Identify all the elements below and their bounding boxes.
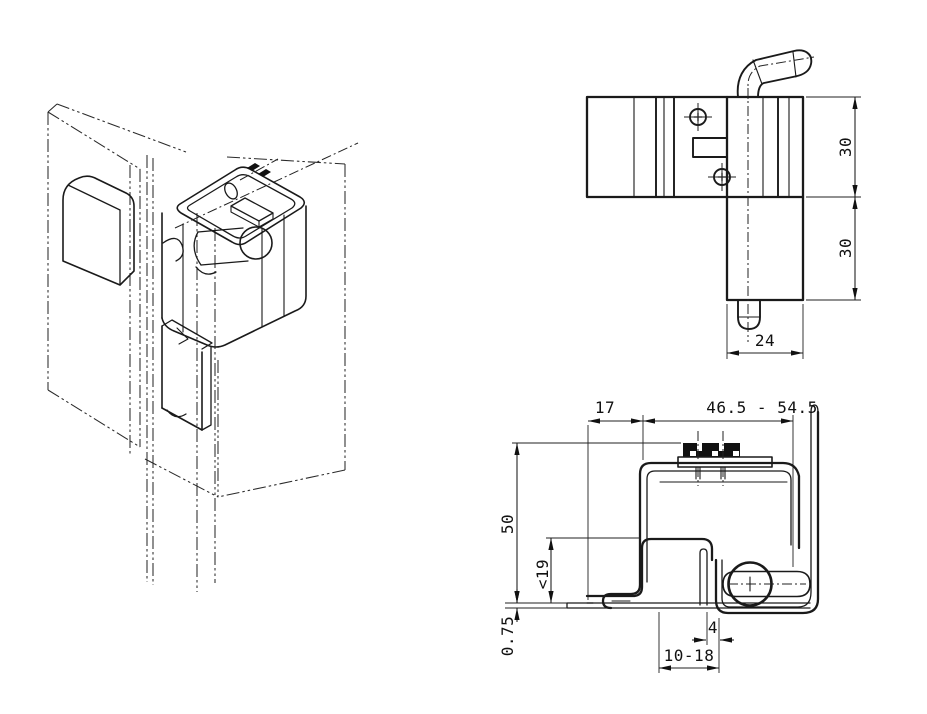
clamp-jaw (62, 175, 135, 286)
pin-cylinder-lines (197, 227, 249, 266)
clamp-jaw-outline (62, 175, 135, 286)
phantom-panels (47, 103, 359, 592)
front-screw-holes (684, 103, 736, 191)
leaf-flange-inner (721, 411, 812, 608)
front-lever (736, 49, 815, 99)
pivot-pin-iso (193, 226, 273, 275)
door-panel-bottom-edge (217, 469, 346, 498)
left-dims-extension-lines (505, 442, 681, 609)
hinge-body (161, 158, 307, 348)
screw-shaft-lines (695, 466, 726, 480)
pivot-pin-capsule (722, 570, 811, 598)
dim-text-sheet-thickness: 0.75 (498, 616, 517, 657)
frame-flange-top-edge (56, 103, 187, 153)
dim-text-grip-range: 46.5 - 54.5 (706, 398, 817, 417)
dim-text-overall-height: 50 (498, 514, 517, 534)
leaf-flange-outer (714, 410, 820, 615)
dim-text-clamp-range: 10-18 (664, 646, 715, 665)
frame-bottom-corner-edge (144, 458, 219, 498)
hinge-axis-centerline (174, 142, 359, 229)
teeth-notch-3 (733, 451, 739, 456)
front-view: 30 30 24 (585, 49, 861, 359)
adjust-screw-2 (258, 169, 271, 177)
door-panel-top-edge (226, 156, 346, 165)
front-pin-housing (725, 88, 805, 342)
dim-text-gap-width: 4 (708, 618, 718, 637)
leaf-slot (692, 137, 728, 158)
flange-top-cap (810, 404, 819, 413)
pin-housing-outline (725, 195, 805, 302)
body-top-rim-outer (176, 166, 306, 246)
dim-text-pin-body-width: 24 (755, 331, 775, 350)
pin-retainer-arc (195, 266, 217, 275)
leaf-side-face (201, 346, 212, 431)
frame-sheet-lines (566, 602, 811, 609)
teeth-notch-2 (712, 451, 718, 456)
dim-text-inset-max: <19 (533, 559, 552, 589)
leaf-fold-lines-thin (633, 96, 790, 198)
dim-text-upper-height: 30 (836, 137, 855, 157)
clamp-profile-inner (646, 470, 792, 583)
screw-hole-top-centerlines (684, 103, 712, 131)
screw-centerline (239, 158, 279, 181)
screw-hole-bottom-centerlines (708, 163, 736, 191)
leaf-bottom-cutout (166, 409, 187, 418)
leaf-notch (176, 327, 189, 345)
section-leaf-profile (585, 404, 820, 615)
frame-edge-connector (47, 103, 58, 113)
lever-transition-marks (752, 51, 797, 85)
front-leaf (585, 95, 805, 199)
bottom-dims-extension-lines (658, 612, 720, 673)
lower-leaf-iso (161, 319, 213, 431)
dim-text-left-offset: 17 (595, 398, 615, 417)
height-extension-lines (806, 96, 861, 301)
section-pivot (722, 561, 811, 607)
top-face-slot (230, 197, 274, 222)
dim-text-lower-height: 30 (836, 238, 855, 258)
pin-well-scallop (162, 237, 184, 262)
screw-centerlines (697, 431, 724, 486)
pin-tip (737, 299, 761, 330)
isometric-view (47, 103, 359, 592)
leaf-outline (585, 95, 805, 199)
body-lower-silhouette (161, 205, 307, 348)
pin-left-cap (193, 231, 202, 266)
top-face-hole (224, 182, 238, 200)
body-top-rim-inner (186, 174, 296, 239)
frame-panel-top-edge (47, 111, 141, 170)
leaf-channel (585, 537, 714, 598)
width-extension-lines (726, 304, 804, 359)
section-clamp-profile (601, 461, 801, 610)
serrated-screws (677, 431, 773, 486)
lever-outline (736, 49, 813, 98)
section-view: 17 46.5 - 54.5 50 <19 0.75 4 10-18 (498, 398, 820, 673)
section-dimensions: 17 46.5 - 54.5 50 <19 0.75 4 10-18 (498, 398, 817, 673)
frame-sheet (566, 602, 811, 609)
pin-end-face (239, 226, 273, 260)
leaf-top-face (161, 319, 213, 350)
frame-panel-bottom-edge (47, 389, 141, 448)
front-dimensions: 30 30 24 (726, 96, 861, 359)
teeth-gap-1 (697, 443, 702, 451)
leaf-fold-lines-medium (655, 96, 779, 198)
adjust-screw-1 (247, 163, 260, 171)
clamp-profile-outer (601, 461, 801, 610)
top-face-slot-depth (230, 205, 274, 228)
lever-centerline (747, 56, 815, 99)
clamp-jaw-top-edge (67, 184, 121, 211)
teeth-notch-1 (690, 451, 696, 456)
teeth-gap-2 (719, 443, 724, 451)
